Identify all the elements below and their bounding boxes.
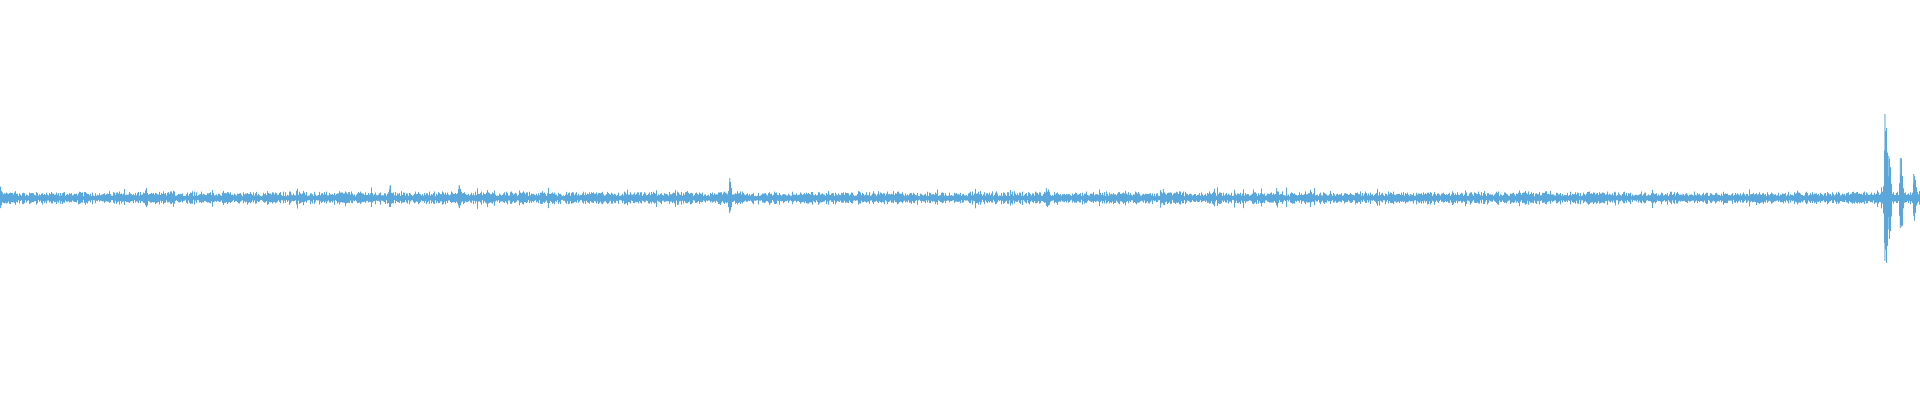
waveform-series xyxy=(0,114,1920,263)
